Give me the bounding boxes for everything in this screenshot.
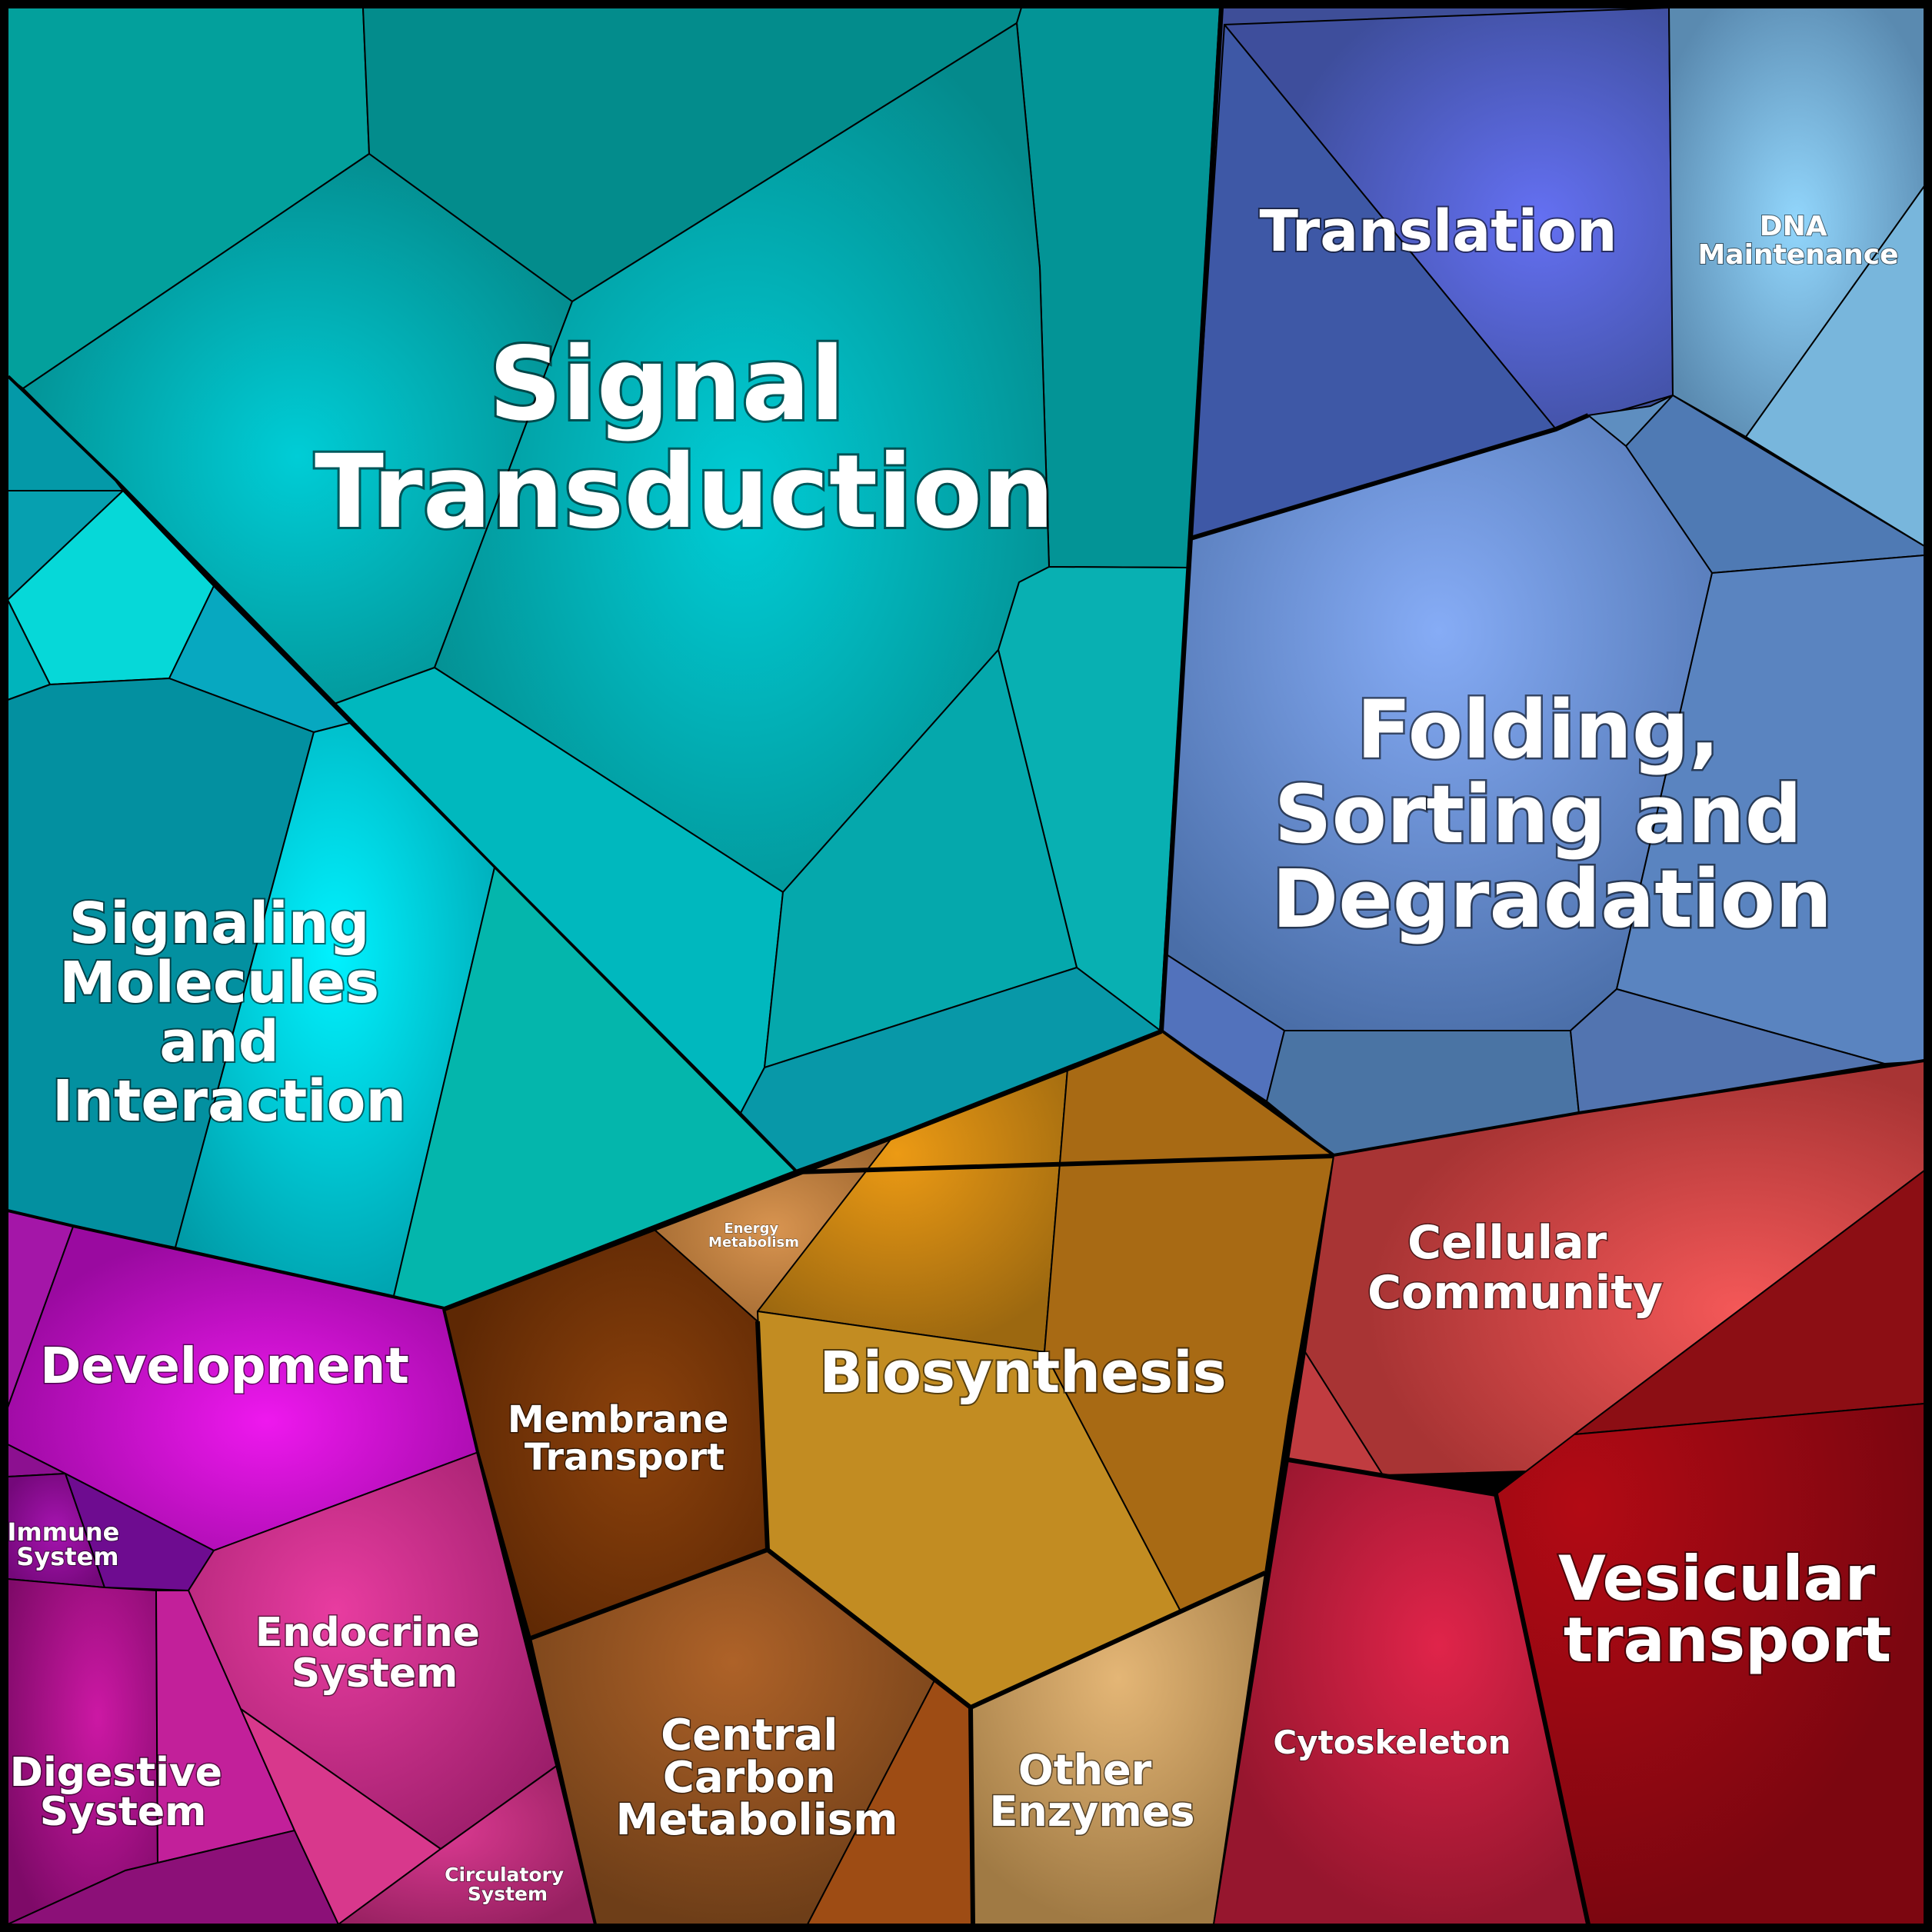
- label-energy-metabolism: Energy Metabolism: [708, 1221, 799, 1251]
- region-signaling-molecules: [7, 376, 798, 1311]
- label-cytoskeleton: Cytoskeleton: [1273, 1724, 1511, 1761]
- region-metabolism: [443, 1029, 1334, 1925]
- region-cellular-processes: [1213, 1061, 1925, 1925]
- cell: [1570, 988, 1885, 1114]
- label-vesicular-transport: Vesicular transport: [1558, 1543, 1897, 1676]
- region-signal-transduction: [5, 7, 1224, 1174]
- label-signal-transduction: Signal Transduction: [315, 325, 1054, 551]
- label-central-carbon: Central Carbon Metabolism: [616, 1710, 898, 1845]
- region-translation: [1190, 7, 1674, 539]
- label-endocrine-system: Endocrine System: [255, 1610, 494, 1697]
- label-cellular-community: Cellular Community: [1367, 1216, 1663, 1320]
- label-biosynthesis: Biosynthesis: [819, 1340, 1226, 1406]
- label-signaling-molecules: Signaling Molecules and Interaction: [52, 891, 406, 1134]
- label-immune-system: Immune System: [8, 1517, 128, 1571]
- region-folding-sorting: [1159, 7, 1925, 1158]
- label-other-enzymes: Other Enzymes: [990, 1746, 1195, 1836]
- label-membrane-transport: Membrane Transport: [508, 1398, 741, 1479]
- label-translation: Translation: [1259, 198, 1617, 265]
- label-development: Development: [40, 1338, 409, 1395]
- label-folding-sorting: Folding, Sorting and Degradation: [1272, 683, 1832, 946]
- label-digestive-system: Digestive System: [10, 1750, 236, 1835]
- label-circulatory-system: Circulatory System: [445, 1864, 571, 1905]
- region-organismal: [7, 1211, 598, 1925]
- label-dna-maintenance: DNA Maintenance: [1697, 211, 1898, 271]
